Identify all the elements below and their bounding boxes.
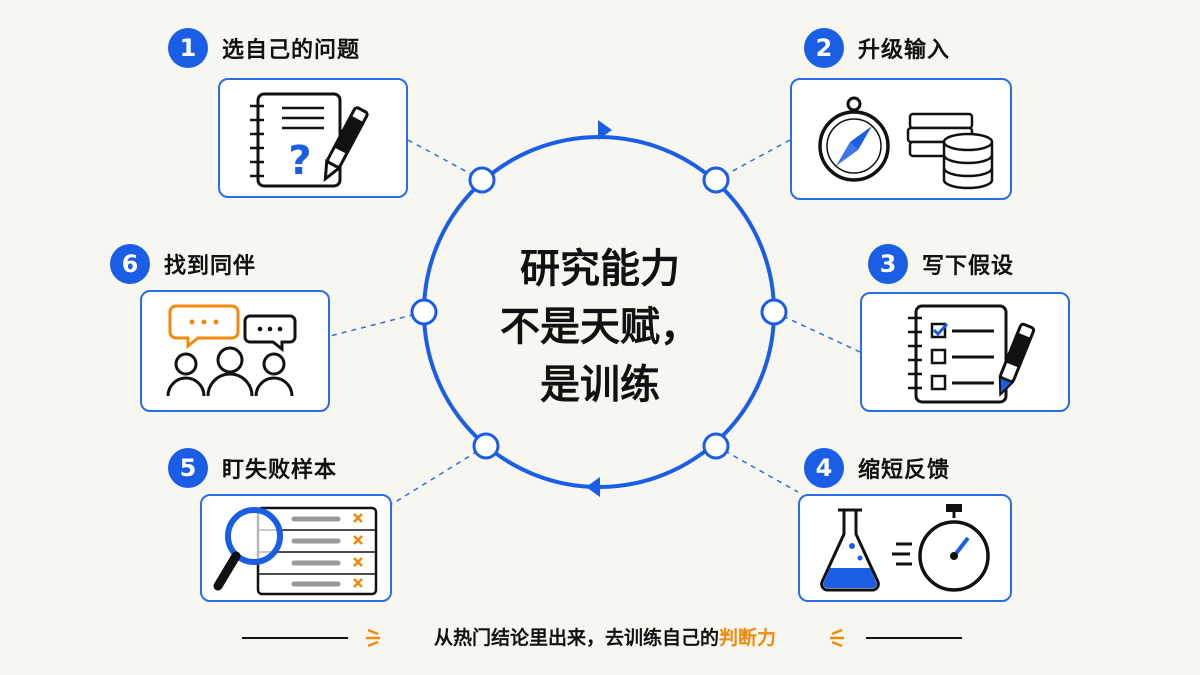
connector-6 bbox=[329, 311, 425, 337]
step-6-badge: 6 bbox=[110, 244, 150, 284]
node-1 bbox=[468, 166, 496, 194]
connector-1 bbox=[407, 139, 483, 181]
step-6-card bbox=[140, 290, 330, 412]
connector-3 bbox=[773, 311, 861, 353]
step-4-header: 4 缩短反馈 bbox=[804, 448, 950, 488]
step-5-card bbox=[200, 494, 392, 602]
center-title: 研究能力 不是天赋， 是训练 bbox=[440, 240, 760, 414]
step-4-title: 缩短反馈 bbox=[858, 458, 951, 483]
magnifier-list-icon bbox=[213, 506, 378, 596]
step-5-title: 盯失败样本 bbox=[222, 458, 338, 483]
center-line-3: 是训练 bbox=[540, 362, 660, 408]
footer-highlight: 判断力 bbox=[719, 627, 777, 649]
checklist-pen-icon bbox=[908, 304, 1036, 404]
arrow-bottom-icon bbox=[586, 477, 600, 497]
connector-4 bbox=[715, 445, 799, 493]
step-3-title: 写下假设 bbox=[922, 254, 1015, 279]
step-1-title: 选自己的问题 bbox=[222, 38, 361, 63]
notebook-question-icon: ? bbox=[250, 92, 369, 188]
center-line-2: 不是天赋， bbox=[500, 304, 700, 350]
svg-text:?: ? bbox=[288, 138, 311, 184]
node-5 bbox=[472, 432, 500, 460]
sparkle-left-icon bbox=[366, 628, 380, 648]
step-3-header: 3 写下假设 bbox=[868, 244, 1014, 284]
step-6-title: 找到同伴 bbox=[164, 254, 257, 279]
step-1-header: 1 选自己的问题 bbox=[168, 28, 360, 68]
footer-text: 从热门结论里出来，去训练自己的判断力 bbox=[395, 620, 815, 656]
step-4-badge: 4 bbox=[804, 448, 844, 488]
center-line-1: 研究能力 bbox=[520, 246, 680, 292]
step-4-card bbox=[798, 494, 1012, 602]
footer-main-text: 从热门结论里出来，去训练自己的 bbox=[433, 627, 719, 649]
compass-books-icon bbox=[818, 96, 994, 190]
node-6 bbox=[410, 298, 438, 326]
connector-5 bbox=[391, 445, 487, 505]
footer-decor bbox=[242, 628, 962, 648]
node-2 bbox=[702, 166, 730, 194]
step-2-card bbox=[790, 78, 1012, 200]
step-6-header: 6 找到同伴 bbox=[110, 244, 256, 284]
step-1-card: ? bbox=[218, 78, 408, 198]
step-2-header: 2 升级输入 bbox=[804, 28, 950, 68]
people-chat-icon bbox=[166, 304, 297, 397]
footer: 从热门结论里出来，去训练自己的判断力 bbox=[0, 620, 1200, 656]
node-4 bbox=[702, 432, 730, 460]
step-3-card bbox=[860, 292, 1070, 412]
sparkle-right-icon bbox=[830, 628, 844, 648]
node-3 bbox=[760, 298, 788, 326]
step-5-badge: 5 bbox=[168, 448, 208, 488]
step-5-header: 5 盯失败样本 bbox=[168, 448, 337, 488]
step-3-badge: 3 bbox=[868, 244, 908, 284]
step-2-badge: 2 bbox=[804, 28, 844, 68]
flask-stopwatch-icon bbox=[820, 504, 990, 592]
step-2-title: 升级输入 bbox=[858, 38, 951, 63]
step-1-badge: 1 bbox=[168, 28, 208, 68]
arrow-top-icon bbox=[598, 120, 612, 140]
connector-2 bbox=[715, 139, 791, 181]
